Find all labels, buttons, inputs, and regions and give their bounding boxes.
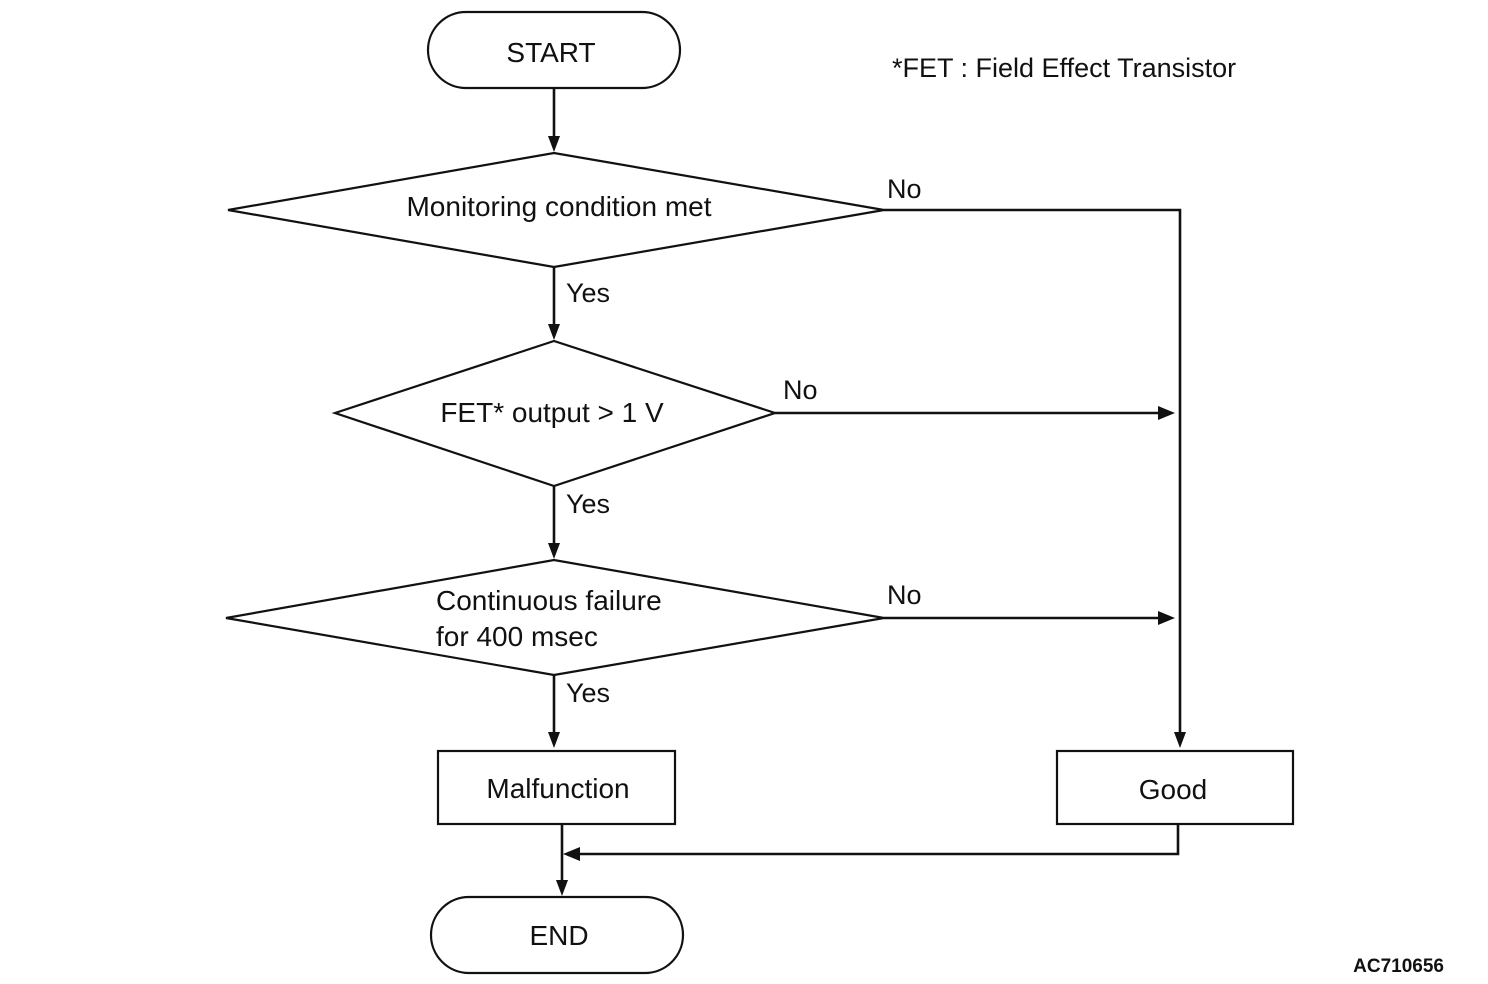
decision-monitoring-condition-label: Monitoring condition met [406, 191, 711, 222]
d1-no-label: No [887, 174, 922, 204]
start-label: START [506, 37, 595, 68]
decision-continuous-failure-line1: Continuous failure [436, 585, 662, 616]
decision-continuous-failure [225, 558, 885, 677]
connector-d1-no [884, 208, 1182, 734]
arrowhead-d1-d2 [548, 324, 560, 340]
arrowhead-d3-malfunction [548, 732, 560, 748]
arrowhead-to-good [1174, 732, 1186, 748]
malfunction-box [436, 749, 677, 826]
d1-yes-label: Yes [566, 278, 610, 308]
d3-no-label: No [887, 580, 922, 610]
arrowhead-d2-no [1158, 406, 1175, 420]
arrowhead-d3-no [1158, 611, 1175, 625]
d2-no-label: No [783, 375, 818, 405]
arrowhead-to-end [556, 880, 568, 896]
end-terminal [429, 895, 685, 975]
decision-fet-output-label: FET* output > 1 V [440, 397, 664, 428]
d2-yes-label: Yes [566, 489, 610, 519]
arrowhead-good-merge [563, 847, 580, 861]
d3-yes-label: Yes [566, 678, 610, 708]
footnote: *FET : Field Effect Transistor [892, 53, 1236, 83]
decision-continuous-failure-line2: for 400 msec [436, 621, 598, 652]
connector-good-merge [578, 824, 1180, 856]
end-label: END [529, 920, 588, 951]
arrowhead-start-d1 [548, 136, 560, 152]
good-box [1055, 749, 1295, 826]
arrowhead-d2-d3 [548, 543, 560, 559]
good-label: Good [1139, 774, 1208, 805]
malfunction-label: Malfunction [486, 773, 629, 804]
figure-id: AC710656 [1353, 956, 1444, 977]
